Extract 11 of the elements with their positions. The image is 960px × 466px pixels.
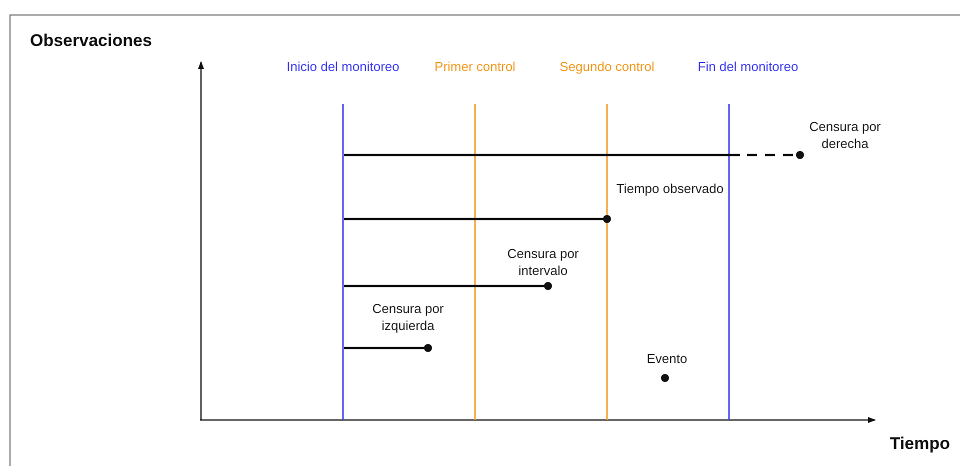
line-label: Primer control (434, 58, 516, 75)
line-label: Inicio del monitoreo (286, 58, 400, 75)
category-label: Tiempo observado (615, 180, 725, 197)
category-label: Censura por izquierda (371, 300, 445, 334)
line-label: Segundo control (558, 58, 656, 75)
category-label: Censura por intervalo (506, 245, 580, 279)
axis-title: Observaciones (30, 30, 153, 51)
axis-title: Tiempo (888, 433, 950, 454)
category-label: Censura por derecha (808, 118, 882, 152)
line-label: Fin del monitoreo (696, 58, 800, 75)
category-label: Evento (646, 350, 688, 367)
